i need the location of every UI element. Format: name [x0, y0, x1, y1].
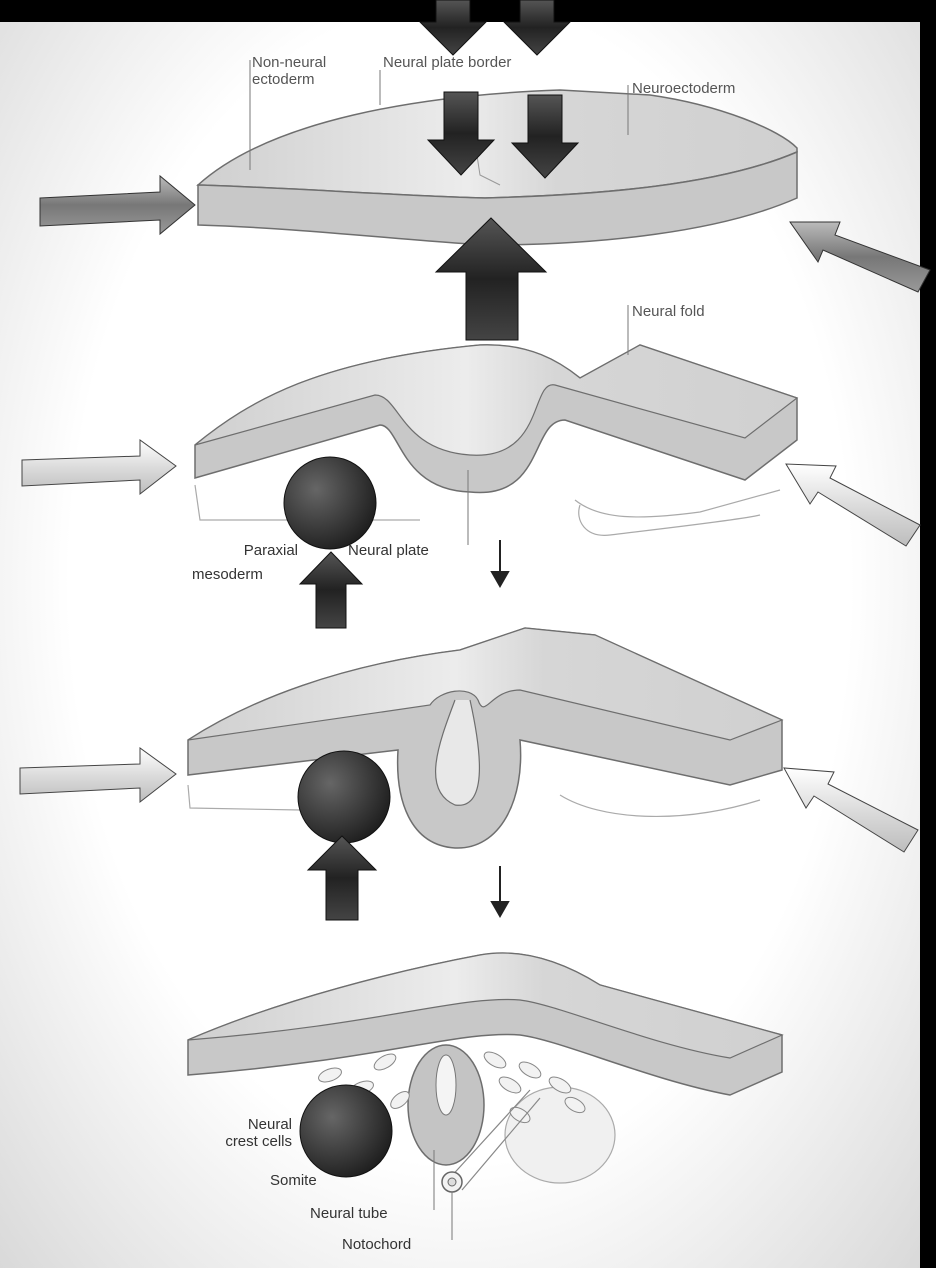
stage-4-neural-tube-lumen	[436, 1055, 456, 1115]
block-arrow-icon	[20, 748, 176, 802]
label-paraxial-mesoderm-line-2: mesoderm	[192, 566, 263, 583]
stage-4-neural-tube	[188, 953, 782, 1192]
stage-4-somite-block	[505, 1087, 615, 1183]
stage-3-upward-arrow-icon	[308, 836, 376, 920]
label-paraxial-mesoderm-line-1: Paraxial	[222, 542, 298, 559]
label-neural-crest-cells-line-1: Neural	[200, 1116, 292, 1133]
label-non-neural-ectoderm-line-2: ectoderm	[252, 71, 326, 88]
stage-2-notochord-outline	[579, 505, 760, 535]
label-notochord: Notochord	[342, 1236, 411, 1253]
label-non-neural-ectoderm: Non-neural ectoderm	[252, 54, 326, 88]
label-neuroectoderm: Neuroectoderm	[632, 80, 735, 97]
label-neural-plate: Neural plate	[348, 542, 429, 559]
block-arrow-icon	[22, 440, 176, 494]
thin-down-arrow-icon	[492, 866, 508, 916]
label-somite: Somite	[270, 1172, 317, 1189]
block-arrow-icon	[420, 0, 486, 55]
stage-1-neural-plate	[198, 90, 797, 245]
block-arrow-icon	[784, 768, 918, 852]
label-neural-tube: Neural tube	[310, 1205, 388, 1222]
stage-4-somite-sphere-icon	[300, 1085, 392, 1177]
block-arrow-icon	[40, 176, 195, 234]
block-arrow-icon	[790, 222, 930, 292]
label-neural-crest-cells: Neural crest cells	[200, 1116, 292, 1150]
block-arrow-icon	[786, 464, 920, 546]
label-paraxial-mesoderm: Paraxial	[222, 542, 298, 559]
stage-3-fold-elevation	[188, 628, 782, 848]
label-neural-fold: Neural fold	[632, 303, 705, 320]
stage-3-paraxial-mesoderm-sphere-icon	[298, 751, 390, 843]
label-neural-plate-border: Neural plate border	[383, 54, 511, 71]
block-arrow-icon	[504, 0, 570, 55]
stage-2-paraxial-mesoderm-sphere-icon	[284, 457, 376, 549]
label-neural-crest-cells-line-2: crest cells	[200, 1133, 292, 1150]
thin-down-arrow-icon	[492, 540, 508, 586]
stage-2-upward-arrow-icon	[300, 552, 362, 628]
label-non-neural-ectoderm-line-1: Non-neural	[252, 54, 326, 71]
